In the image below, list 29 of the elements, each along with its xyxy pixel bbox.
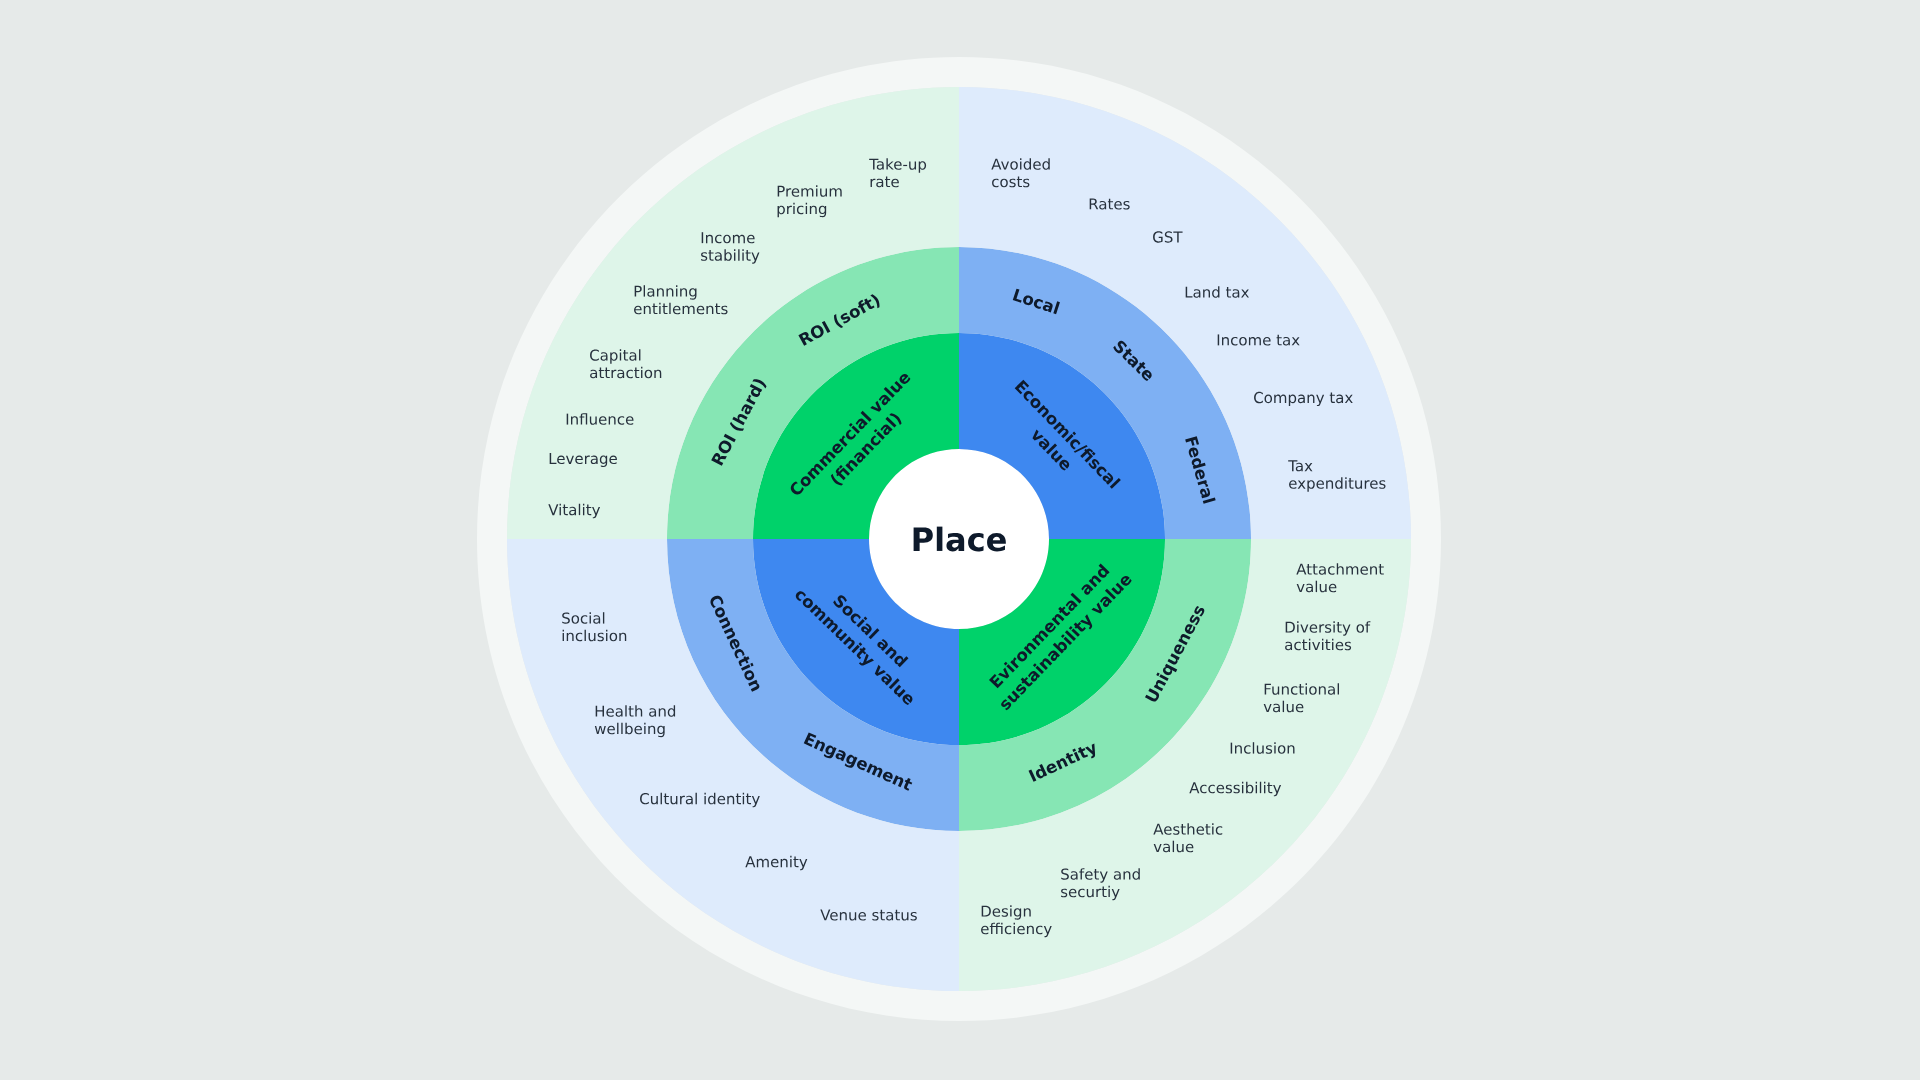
item-label: Diversity of activities <box>1285 621 1371 651</box>
item-label: Design efficiency <box>981 905 1052 938</box>
item-label: Influence <box>566 413 634 425</box>
item-label: Premium pricing <box>777 185 842 218</box>
item-label: Vitality <box>548 503 601 519</box>
item-label: Inclusion <box>1230 742 1295 754</box>
item-label: Tax expenditures <box>1288 460 1386 492</box>
item-label: Social inclusion <box>562 612 627 642</box>
item-label: Health and wellbeing <box>594 705 676 738</box>
item-label: Accessibility <box>1189 781 1282 797</box>
item-label: Rates <box>1089 198 1130 210</box>
item-label: Cultural identity <box>640 792 760 808</box>
item-label: Income tax <box>1217 334 1300 346</box>
item-label: Leverage <box>549 452 617 467</box>
item-label: Amenity <box>745 855 808 871</box>
item-label: Planning entitlements <box>634 285 728 315</box>
item-label: Capital attraction <box>590 349 662 379</box>
item-label: Safety and securtiy <box>1061 868 1140 901</box>
item-label: Venue status <box>820 909 917 921</box>
item-label: Income stability <box>701 232 760 264</box>
item-label: Company tax <box>1254 391 1353 407</box>
item-label: GST <box>1153 231 1183 243</box>
item-label: Take-up rate <box>869 158 927 188</box>
segment-label: Local <box>1012 288 1060 315</box>
item-label: Attachment value <box>1296 563 1384 593</box>
item-label: Aesthetic value <box>1153 823 1223 853</box>
item-label: Land tax <box>1185 286 1249 298</box>
item-label: Functional value <box>1263 683 1339 713</box>
item-label: Avoided costs <box>991 158 1050 188</box>
